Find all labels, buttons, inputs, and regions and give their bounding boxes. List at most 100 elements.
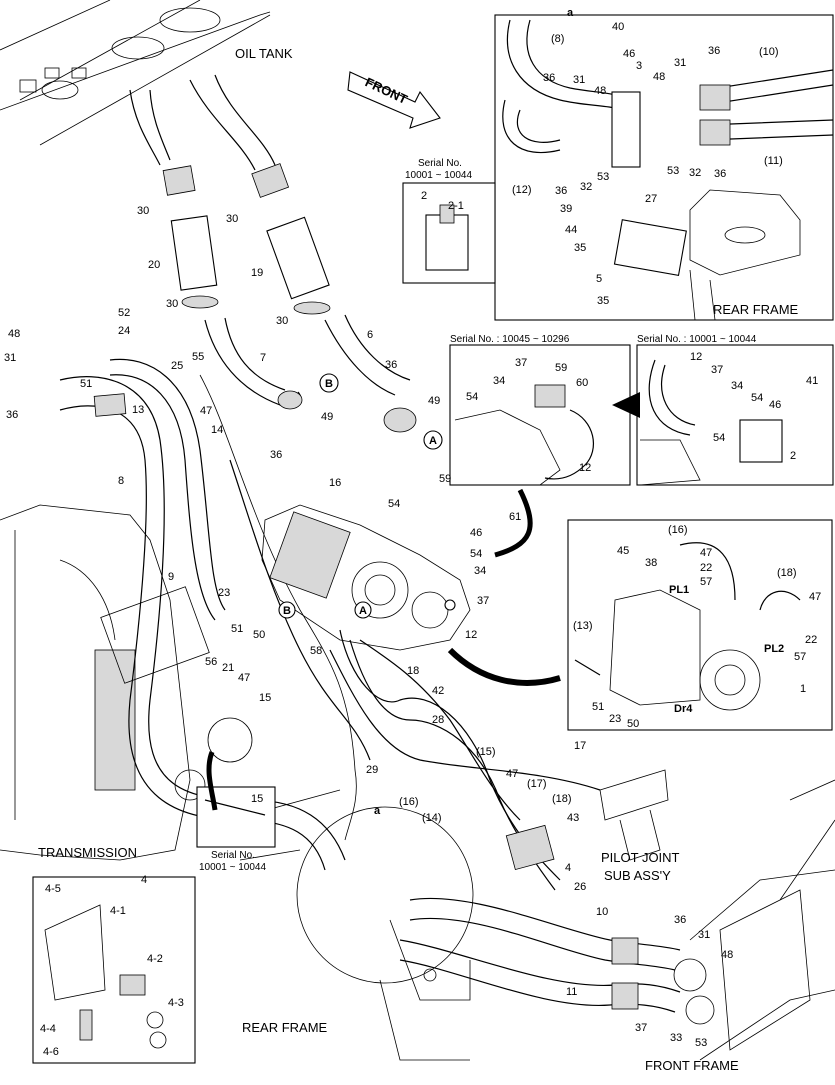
- part-30-a: 30: [137, 205, 149, 217]
- view-a-label: a: [567, 7, 574, 19]
- pilot-joint: [505, 769, 669, 871]
- part-2-1: 2-1: [448, 200, 464, 212]
- part-36-c: 36: [385, 359, 397, 371]
- part-16b: (16): [399, 796, 419, 808]
- view-a-label-2: a: [374, 805, 381, 817]
- part-13: 13: [132, 404, 144, 416]
- part-36-a: 36: [6, 409, 18, 421]
- part-10: 10: [596, 906, 608, 918]
- part-48-a: 48: [8, 328, 20, 340]
- part-22-b: 22: [805, 634, 817, 646]
- part-42: 42: [432, 685, 444, 697]
- part-23-b: 23: [609, 713, 621, 725]
- part-34-b: 34: [493, 375, 505, 387]
- part-41: 41: [806, 375, 818, 387]
- part-47-b: 47: [238, 672, 250, 684]
- part-number-labels: 2 2-1 30 30 20 19 30 30 52 24 48 31 51 3…: [4, 21, 821, 1058]
- part-16: 16: [329, 477, 341, 489]
- part-36-b: 36: [270, 449, 282, 461]
- part-20: 20: [148, 259, 160, 271]
- part-45: 45: [617, 545, 629, 557]
- part-34-c: 34: [731, 380, 743, 392]
- part-15: 15: [259, 692, 271, 704]
- part-36-g: 36: [555, 185, 567, 197]
- part-16b-inset: (16): [668, 524, 688, 536]
- part-35-a: 35: [574, 242, 586, 254]
- suction-hoses: [170, 215, 331, 315]
- part-26: 26: [574, 881, 586, 893]
- part-10b: (10): [759, 46, 779, 58]
- serial-1-line1: Serial No.: [418, 158, 462, 169]
- caption-front-frame: FRONT FRAME: [645, 1058, 739, 1073]
- part-12b: (12): [512, 184, 532, 196]
- part-48-c: 48: [653, 71, 665, 83]
- part-51-b: 51: [231, 623, 243, 635]
- part-49-b: 49: [428, 395, 440, 407]
- marker-b-1: B: [325, 378, 333, 390]
- part-4-b: 4: [141, 874, 147, 886]
- serial-box-2: [449, 344, 631, 486]
- part-48-b: 48: [594, 85, 606, 97]
- serial-2: Serial No. : 10045 ~ 10296: [450, 334, 570, 345]
- part-53-a: 53: [597, 171, 609, 183]
- part-36-e: 36: [708, 45, 720, 57]
- front-arrow-icon: [347, 71, 441, 129]
- serial-4-line2: 10001 ~ 10044: [199, 862, 266, 873]
- part-4-4: 4-4: [40, 1023, 56, 1035]
- leader-arrow-3: [206, 751, 218, 811]
- part-33: 33: [670, 1032, 682, 1044]
- part-54-e: 54: [713, 432, 725, 444]
- part-30-c: 30: [166, 298, 178, 310]
- part-51-a: 51: [80, 378, 92, 390]
- part-58: 58: [310, 645, 322, 657]
- view-a-inset: [494, 14, 834, 321]
- part-44: 44: [565, 224, 577, 236]
- part-21: 21: [222, 662, 234, 674]
- pump-detail-inset: [567, 519, 833, 731]
- part-31-d: 31: [698, 929, 710, 941]
- port-dr4-label: Dr4: [674, 703, 693, 715]
- suction-pipes: [129, 74, 290, 198]
- part-37-a: 37: [477, 595, 489, 607]
- caption-transmission: TRANSMISSION: [38, 845, 137, 860]
- rear-frame: [229, 789, 471, 1061]
- part-54-a: 54: [388, 498, 400, 510]
- pointer-arrow-icon: [612, 392, 640, 418]
- pilot-hoses: [229, 459, 601, 891]
- part-13b: (13): [573, 620, 593, 632]
- caption-rear-frame-inset: REAR FRAME: [713, 302, 799, 317]
- part-23-a: 23: [218, 587, 230, 599]
- part-47-e: 47: [809, 591, 821, 603]
- part-4-2: 4-2: [147, 953, 163, 965]
- part-24: 24: [118, 325, 130, 337]
- part-15b: (15): [476, 746, 496, 758]
- serial-3: Serial No. : 10001 ~ 10044: [637, 334, 757, 345]
- part-15-s: 15: [251, 793, 263, 805]
- part-3: 3: [636, 60, 642, 72]
- part-57-b: 57: [794, 651, 806, 663]
- part-4-1: 4-1: [110, 905, 126, 917]
- part-27: 27: [645, 193, 657, 205]
- part-57-a: 57: [700, 576, 712, 588]
- marker-b-2: B: [283, 605, 291, 617]
- part-59-b: 59: [555, 362, 567, 374]
- front-frame: [689, 779, 835, 1061]
- serial-box-4: [196, 786, 276, 848]
- part-39: 39: [560, 203, 572, 215]
- caption-pilot-joint-2: SUB ASS'Y: [604, 868, 671, 883]
- part-49-a: 49: [321, 411, 333, 423]
- part-29: 29: [366, 764, 378, 776]
- serial-1-line2: 10001 ~ 10044: [405, 170, 472, 181]
- suction-pipes-lower: [204, 314, 417, 433]
- part-2-b: 2: [790, 450, 796, 462]
- caption-rear-frame: REAR FRAME: [242, 1020, 328, 1035]
- part-12-a: 12: [465, 629, 477, 641]
- part-46-a: 46: [470, 527, 482, 539]
- front-hoses: [399, 897, 715, 1025]
- leader-arrow-1: [494, 488, 533, 558]
- port-pl2-label: PL2: [764, 643, 784, 655]
- leader-arrow-2: [447, 647, 561, 686]
- part-52: 52: [118, 307, 130, 319]
